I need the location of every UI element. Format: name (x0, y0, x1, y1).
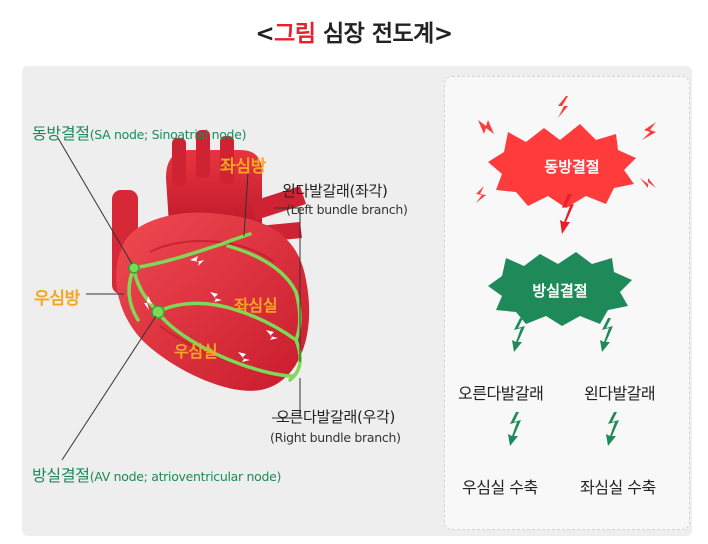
sa-node-label: 동방결절(SA node; Sinoatrial node) (32, 124, 247, 143)
page-title: <그림 심장 전도계> (255, 21, 453, 47)
left-ventricle-label: 좌심실 (234, 296, 278, 315)
sa-node-burst (488, 124, 636, 208)
leader-lines (57, 137, 301, 461)
flow-right-bundle: 오른다발갈래 (458, 384, 544, 403)
sa-node-dot (128, 262, 140, 274)
right-bundle-en-label: (Right bundle branch) (270, 430, 401, 445)
right-ventricle-label: 우심실 (174, 342, 218, 361)
spark-icons (476, 96, 656, 203)
flow-right-contraction: 우심실 수축 (462, 478, 538, 497)
av-node-label: 방실결절(AV node; atrioventricular node) (32, 466, 282, 485)
flow-av-node: 방실결절 (532, 282, 588, 300)
flow-arrows (508, 194, 619, 446)
left-bundle-label: 왼다발갈래(좌각) (282, 182, 388, 200)
flow-left-bundle: 왼다발갈래 (584, 384, 656, 403)
right-atrium-label: 우심방 (34, 289, 81, 309)
av-node-dot (151, 305, 165, 319)
av-node-burst (488, 252, 632, 326)
right-bundle-label: 오른다발갈래(우각) (276, 408, 396, 426)
flow-sa-node: 동방결절 (544, 158, 600, 176)
left-atrium-label: 좌심방 (220, 157, 267, 177)
left-bundle-en-label: (Left bundle branch) (286, 202, 408, 217)
heart-body (116, 212, 310, 391)
signal-arrows (144, 256, 278, 362)
flow-left-contraction: 좌심실 수축 (580, 478, 656, 497)
